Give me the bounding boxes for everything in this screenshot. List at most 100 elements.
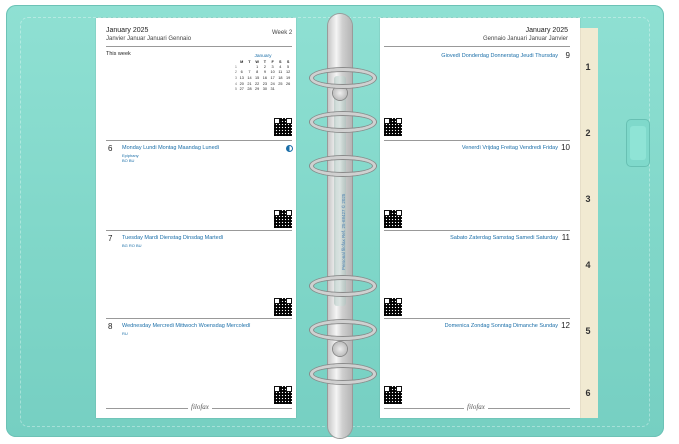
day-number: 11 bbox=[561, 233, 570, 242]
index-tabs: 1 2 3 4 5 6 bbox=[577, 28, 598, 418]
mc-day: 22 bbox=[255, 81, 260, 86]
mc-header: F bbox=[271, 60, 274, 64]
mc-header: S bbox=[279, 60, 282, 64]
binder-ring[interactable] bbox=[310, 320, 376, 340]
page-title: January 2025 bbox=[106, 27, 149, 34]
mc-day: 16 bbox=[262, 75, 267, 80]
mc-day: 6 bbox=[240, 70, 243, 75]
day-rule bbox=[384, 140, 570, 141]
mc-day: 25 bbox=[278, 81, 283, 86]
mini-calendar-grid: M T W T F S S 1 1 2 3 4 5 bbox=[234, 60, 292, 92]
binder-rivet-icon bbox=[333, 86, 347, 100]
qr-code-icon bbox=[274, 386, 292, 404]
closure-strap[interactable] bbox=[627, 120, 649, 166]
mc-day: 20 bbox=[239, 81, 244, 86]
mc-week-number: 3 bbox=[234, 75, 237, 80]
month-languages: Janvier Januar Januari Gennaio bbox=[106, 36, 192, 42]
mc-header: W bbox=[255, 60, 259, 64]
spine-imprint: Personal filofax Ref. 25-68427 © 2025 bbox=[341, 193, 346, 270]
binder-ring[interactable] bbox=[310, 364, 376, 384]
mc-header: M bbox=[240, 60, 244, 64]
day-rule bbox=[384, 318, 570, 319]
mc-day: 8 bbox=[256, 70, 259, 75]
binder-ring[interactable] bbox=[310, 276, 376, 296]
mc-header: T bbox=[263, 60, 267, 64]
binder-rivet-icon bbox=[333, 342, 347, 356]
tab-4[interactable]: 4 bbox=[585, 260, 591, 270]
day-name: Sabato Zaterdag Samstag Samedi Saturday bbox=[450, 235, 558, 241]
day-number: 6 bbox=[108, 144, 113, 153]
tab-6[interactable]: 6 bbox=[585, 388, 591, 398]
brand-logo: filofax bbox=[188, 403, 212, 411]
mc-day: 12 bbox=[285, 70, 291, 75]
day-name: Venerdì Vrijdag Freitag Vendredi Friday bbox=[461, 145, 558, 151]
holiday-note: BG RO BU bbox=[122, 243, 142, 248]
day-name: Giovedì Donderdag Donnerstag Jeudi Thurs… bbox=[441, 53, 558, 59]
mc-day: 29 bbox=[255, 87, 260, 92]
binder-ring[interactable] bbox=[310, 68, 376, 88]
tab-5[interactable]: 5 bbox=[585, 326, 591, 336]
binder-reflection bbox=[334, 76, 346, 306]
header-rule bbox=[106, 46, 292, 47]
mc-day: 31 bbox=[270, 87, 275, 92]
mc-header: S bbox=[286, 60, 290, 64]
binder-ring[interactable] bbox=[310, 112, 376, 132]
this-week-label: This week bbox=[106, 51, 131, 57]
mc-day: 21 bbox=[247, 81, 252, 86]
mc-day bbox=[276, 86, 284, 92]
mc-day: 24 bbox=[270, 81, 275, 86]
mc-week-number: 1 bbox=[234, 64, 237, 69]
mini-calendar-title: January bbox=[254, 54, 272, 59]
mc-day bbox=[284, 86, 292, 92]
tab-3[interactable]: 3 bbox=[585, 194, 591, 204]
mc-day: 4 bbox=[279, 64, 282, 69]
day-number: 9 bbox=[565, 51, 570, 60]
mc-day: 1 bbox=[256, 64, 259, 69]
qr-code-icon bbox=[274, 118, 292, 136]
qr-code-icon bbox=[384, 210, 402, 228]
mc-day: 28 bbox=[247, 87, 252, 92]
tab-2[interactable]: 2 bbox=[585, 128, 591, 138]
mc-day: 10 bbox=[270, 70, 275, 75]
mc-day: 9 bbox=[263, 70, 266, 75]
mc-day: 14 bbox=[247, 75, 252, 80]
page-title: January 2025 bbox=[525, 27, 568, 34]
day-name: Tuesday Mardi Dienstag Dinsdag Martedì bbox=[122, 235, 224, 241]
mc-day: 19 bbox=[285, 75, 291, 80]
week-label: Week 2 bbox=[272, 30, 293, 36]
binder-ring[interactable] bbox=[310, 156, 376, 176]
day-name: Monday Lundi Montag Maandag Lunedì bbox=[122, 145, 220, 151]
mc-day: 3 bbox=[271, 64, 274, 69]
mc-week-number: 2 bbox=[234, 70, 237, 75]
mc-day: 18 bbox=[278, 75, 283, 80]
mc-day: 27 bbox=[239, 87, 244, 92]
day-rule bbox=[106, 318, 292, 319]
day-rule bbox=[384, 230, 570, 231]
tab-1[interactable]: 1 bbox=[585, 62, 591, 72]
day-number: 8 bbox=[108, 322, 113, 331]
mc-day: 7 bbox=[248, 70, 251, 75]
mc-day: 30 bbox=[262, 87, 267, 92]
day-rule bbox=[106, 140, 292, 141]
mc-header: T bbox=[248, 60, 251, 64]
day-number: 7 bbox=[108, 234, 113, 243]
brand-logo: filofax bbox=[464, 403, 488, 411]
qr-code-icon bbox=[384, 386, 402, 404]
qr-code-icon bbox=[384, 118, 402, 136]
mc-day: 11 bbox=[278, 70, 283, 75]
day-number: 12 bbox=[561, 321, 570, 330]
mc-week-number: 4 bbox=[234, 81, 237, 86]
holiday-note: Epiphany bbox=[122, 153, 139, 158]
mc-day: 2 bbox=[263, 64, 266, 69]
day-rule bbox=[106, 230, 292, 231]
day-number: 10 bbox=[561, 143, 570, 152]
qr-code-icon bbox=[274, 210, 292, 228]
day-name: Domenica Zondag Sonntag Dimanche Sunday bbox=[444, 323, 558, 329]
holiday-note: BO BU bbox=[122, 158, 135, 163]
mc-day: 17 bbox=[270, 75, 275, 80]
mc-week-number: 5 bbox=[234, 87, 237, 92]
qr-code-icon bbox=[274, 298, 292, 316]
mc-day: 5 bbox=[287, 64, 290, 69]
holiday-note: RU bbox=[122, 331, 128, 336]
